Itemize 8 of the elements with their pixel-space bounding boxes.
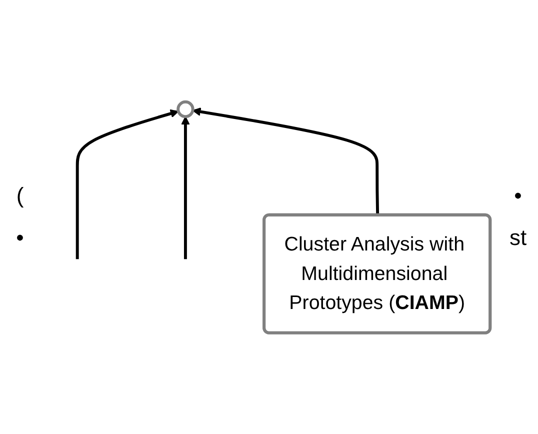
arrow	[76, 109, 179, 259]
node-circle	[176, 100, 194, 118]
arrow	[192, 107, 380, 216]
note-text: st	[509, 225, 527, 251]
note-text: •	[514, 183, 522, 209]
arrow	[181, 116, 190, 259]
note-text: (	[16, 183, 24, 209]
note-text: •	[16, 225, 24, 251]
